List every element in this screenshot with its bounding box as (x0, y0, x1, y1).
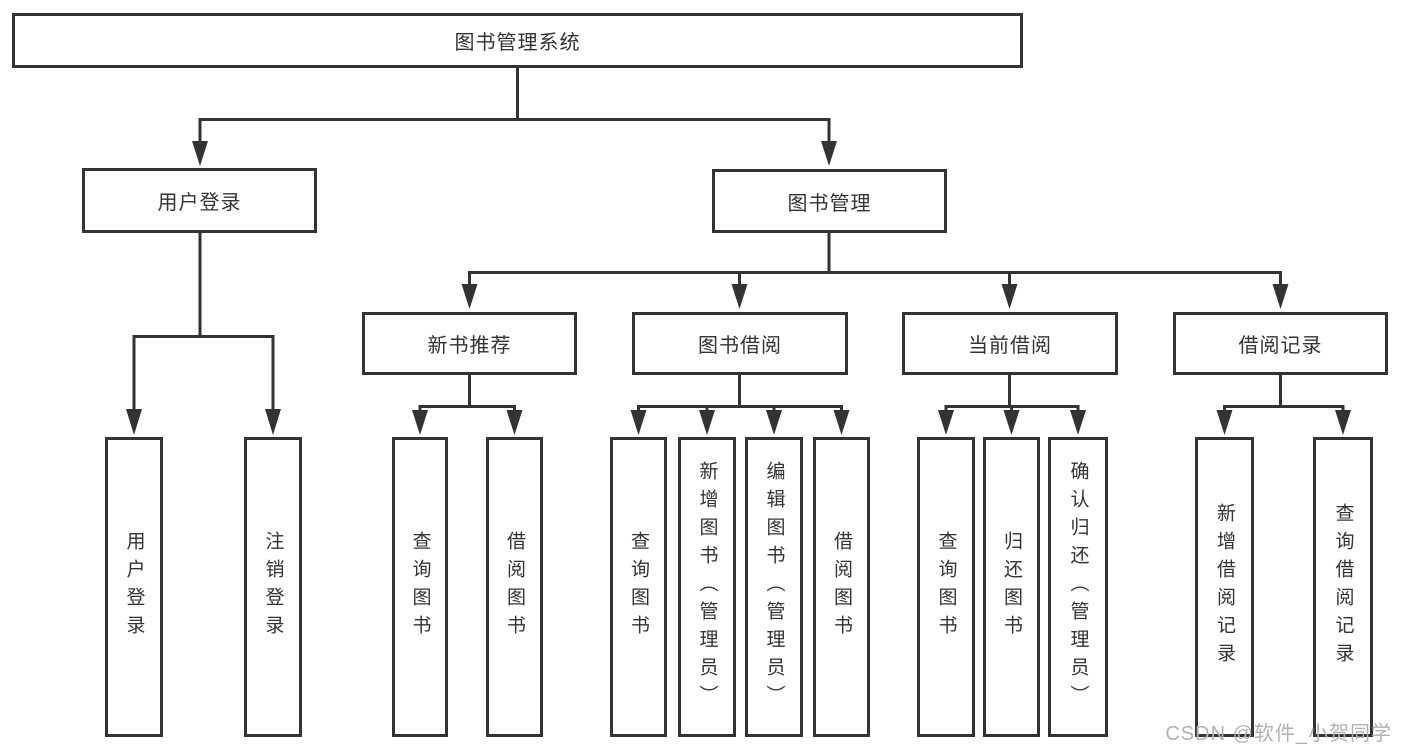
node-book-borrowing: 图书借阅 (632, 312, 848, 375)
leaf-label: 查询图书 (409, 531, 431, 643)
node-label: 图书管理系统 (454, 32, 581, 54)
arrowhead (833, 410, 850, 435)
leaf-label: 归还图书 (1001, 531, 1022, 643)
leaf-query-borrow-record: 查询借阅记录 (1313, 437, 1373, 737)
node-current-borrowing: 当前借阅 (902, 312, 1118, 375)
node-book-management: 图书管理 (712, 169, 947, 233)
leaf-query-books-current: 查询图书 (917, 437, 975, 737)
arrowhead (1001, 284, 1018, 309)
arrowhead (506, 410, 523, 435)
leaf-label: 编辑图书（管理员） (763, 461, 785, 713)
node-user-login: 用户登录 (82, 168, 317, 233)
arrowhead (461, 284, 478, 309)
leaf-label: 用户登录 (123, 531, 145, 643)
arrowhead (766, 410, 782, 435)
arrowhead (265, 409, 281, 435)
rail-current-group (944, 375, 1080, 414)
node-label: 图书管理 (787, 192, 872, 215)
csdn-watermark: CSDN @软件_小贺同学 (1165, 723, 1392, 745)
arrowhead (938, 410, 954, 435)
leaf-label: 新增借阅记录 (1214, 503, 1235, 671)
leaf-label: 查询借阅记录 (1332, 503, 1354, 671)
rail-recommend-group (418, 375, 516, 414)
leaf-edit-book-admin: 编辑图书（管理员） (745, 437, 803, 737)
arrowhead (699, 410, 715, 435)
connector-arrowheads (126, 141, 1351, 435)
connector-rails (132, 68, 1345, 414)
leaf-label: 注销登录 (262, 531, 284, 643)
leaf-logout: 注销登录 (244, 437, 302, 737)
arrowhead (192, 141, 208, 166)
arrowhead (1335, 410, 1351, 435)
leaf-borrow-books-recommend: 借阅图书 (486, 437, 543, 737)
leaf-label: 借阅图书 (504, 531, 525, 643)
arrowhead (1070, 410, 1086, 435)
node-new-book-recommend: 新书推荐 (362, 312, 577, 375)
rail-user-login-group (132, 233, 275, 413)
rail-book-mgmt-to-level3 (468, 233, 1282, 288)
node-label: 图书借阅 (698, 335, 782, 357)
arrowhead (821, 141, 837, 166)
arrowhead (1272, 284, 1289, 309)
leaf-user-login: 用户登录 (105, 437, 163, 737)
node-label: 借阅记录 (1238, 335, 1323, 357)
leaf-confirm-return-admin: 确认归还（管理员） (1048, 437, 1108, 737)
node-borrow-records: 借阅记录 (1173, 312, 1388, 375)
leaf-query-books-recommend: 查询图书 (392, 437, 448, 737)
rail-records-group (1223, 375, 1345, 414)
leaf-label: 借阅图书 (831, 531, 852, 643)
arrowhead (630, 410, 647, 435)
leaf-label: 确认归还（管理员） (1067, 461, 1089, 713)
leaf-label: 查询图书 (628, 531, 649, 643)
rail-borrowing-group (637, 375, 843, 414)
arrowhead (412, 410, 428, 435)
arrowhead (731, 284, 748, 309)
rail-root-to-level2 (198, 68, 831, 145)
leaf-query-books-borrowing: 查询图书 (610, 437, 667, 737)
node-library-management-system: 图书管理系统 (12, 13, 1023, 68)
node-label: 用户登录 (157, 192, 242, 214)
leaf-label: 新增图书（管理员） (696, 461, 718, 713)
leaf-return-books: 归还图书 (983, 437, 1040, 737)
arrowhead (1216, 410, 1233, 435)
leaf-add-book-admin: 新增图书（管理员） (678, 437, 736, 737)
arrowhead (1003, 410, 1020, 435)
leaf-label: 查询图书 (935, 531, 957, 643)
leaf-borrow-books-borrowing: 借阅图书 (813, 437, 870, 737)
leaf-add-borrow-record: 新增借阅记录 (1195, 437, 1254, 737)
node-label: 新书推荐 (427, 335, 512, 357)
arrowhead (126, 409, 142, 435)
node-label: 当前借阅 (968, 335, 1052, 357)
